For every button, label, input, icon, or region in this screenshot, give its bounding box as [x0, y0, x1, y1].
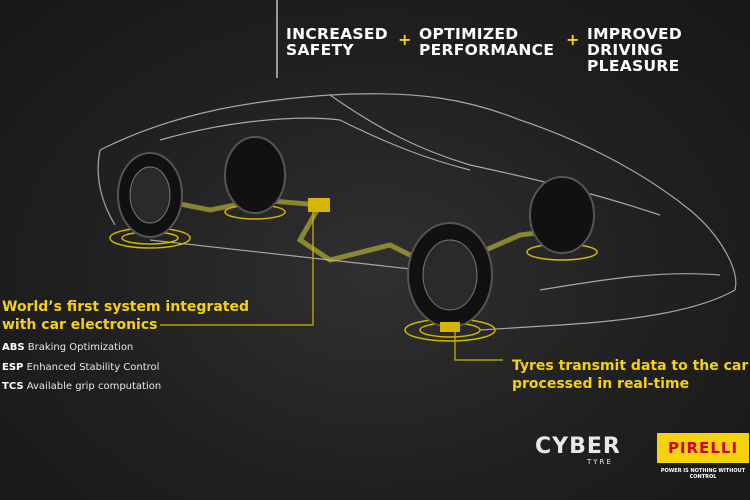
right-leader-line — [454, 332, 503, 361]
header-divider — [276, 0, 278, 78]
tyre-sensor — [440, 322, 460, 332]
plus-icon: + — [566, 30, 580, 49]
feature-abs: ABS Braking Optimization — [2, 342, 134, 353]
feature-esp: ESP Enhanced Stability Control — [2, 362, 160, 373]
car-outline — [97, 93, 737, 331]
pirelli-logo: PIRELLI — [657, 433, 749, 463]
zigzag-data-path — [159, 197, 561, 273]
plus-icon: + — [398, 30, 412, 49]
pirelli-tagline: POWER IS NOTHING WITHOUT CONTROL — [660, 468, 746, 480]
tyres — [117, 136, 595, 328]
ecu-box — [308, 198, 330, 212]
feature-tcs: TCS Available grip computation — [2, 381, 162, 392]
left-leader-line — [160, 210, 314, 326]
